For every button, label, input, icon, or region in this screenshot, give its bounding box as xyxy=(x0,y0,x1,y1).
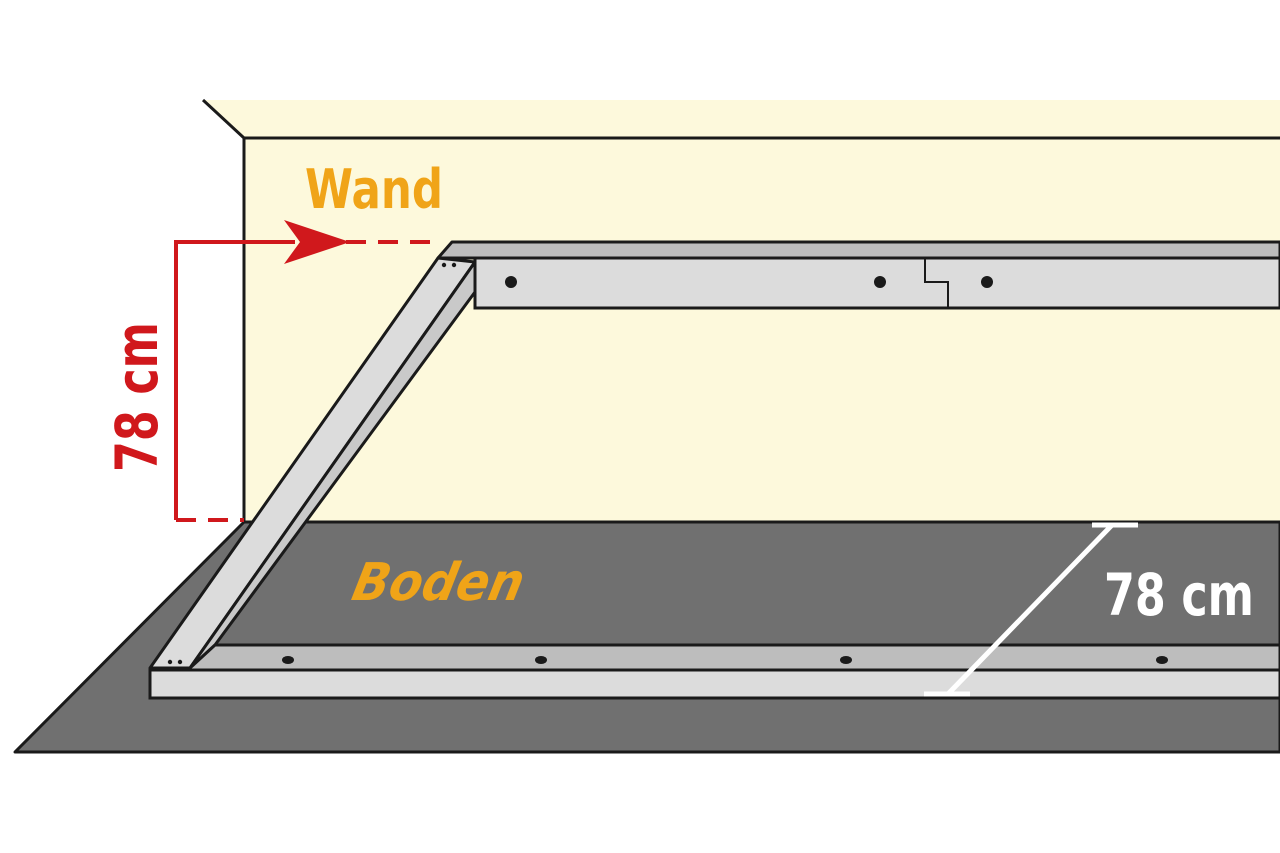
depth-measure-label: 78 cm xyxy=(1104,561,1254,629)
depth-measure-indicator xyxy=(924,522,1138,697)
front-rail xyxy=(148,668,1280,700)
screw-hole xyxy=(981,276,993,288)
height-measure-label: 78 cm xyxy=(103,322,171,472)
screw-hole xyxy=(535,656,547,664)
back-rail-top xyxy=(436,240,1280,260)
wall-label: Wand xyxy=(305,158,443,221)
screw-hole xyxy=(874,276,886,288)
screw-hole xyxy=(177,659,183,665)
arrow-right-icon xyxy=(284,220,350,264)
front-rail-top xyxy=(148,643,1280,672)
screw-hole xyxy=(451,262,457,268)
screw-hole xyxy=(167,659,173,665)
screw-hole xyxy=(441,262,447,268)
back-rail-joint xyxy=(924,258,949,308)
screw-hole xyxy=(840,656,852,664)
floor-label: Boden xyxy=(347,553,530,613)
screw-hole xyxy=(1156,656,1168,664)
wall-top-face xyxy=(205,100,1280,138)
height-measure-indicator xyxy=(174,220,440,522)
screw-hole xyxy=(505,276,517,288)
wall-corner-edge xyxy=(201,98,246,140)
screw-hole xyxy=(282,656,294,664)
